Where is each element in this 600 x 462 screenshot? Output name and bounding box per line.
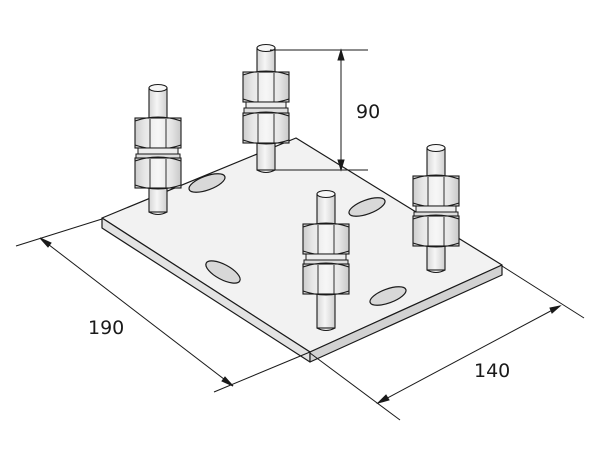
dimension-line-width [377, 305, 561, 404]
slot-upper-right [348, 197, 386, 217]
bolt-upper-left-washer-1 [137, 147, 179, 155]
bolt-front-upper-hex-nut [302, 223, 350, 255]
arrowhead-width-start [376, 394, 390, 404]
slot-lower-right [369, 286, 407, 306]
bolt-front-lower-hex-nut [302, 263, 350, 295]
bolt-assemblies [134, 43, 460, 332]
bolt-front-upper-nut-chamfer-top [302, 222, 350, 228]
bolt-front-washer-1 [305, 253, 347, 261]
extension-line-width-left [309, 352, 401, 421]
dimension-label-length: 190 [88, 317, 124, 339]
dimension-height [270, 48, 368, 172]
extension-line-width-right [501, 265, 585, 319]
bolt-upper-left-lower-nut-chamfer-bottom [134, 184, 182, 190]
bolt-right-washer-1 [415, 205, 457, 213]
bolt-upper-left-lower-nut-chamfer-top [134, 156, 182, 162]
plate-side-face [309, 264, 503, 363]
slot-upper-left [188, 173, 226, 193]
extension-line-right [213, 351, 311, 393]
bolt-front-stud-end [316, 189, 336, 199]
bolt-right-lower-nut-chamfer-top [412, 214, 460, 220]
bolt-upper-left-lower-hex-nut [134, 157, 182, 189]
dimension-label-width: 140 [474, 360, 510, 382]
bolt-upper-left-stud-end [148, 83, 168, 93]
bolt-upper-middle-lower-nut-chamfer-top [242, 111, 290, 117]
bolt-upper-left-upper-nut-chamfer-top [134, 116, 182, 122]
extension-line-left [15, 218, 103, 247]
dimension-label-height: 90 [356, 101, 380, 123]
bolt-right-upper-nut-chamfer-top [412, 174, 460, 180]
bolt-right-stud-end [426, 143, 446, 153]
bolt-upper-middle-lower-nut-chamfer-bottom [242, 139, 290, 145]
bolt-assembly-front [302, 189, 350, 332]
bolt-upper-left-stud-base [148, 211, 168, 216]
arrowhead-width-end [549, 305, 562, 314]
bolt-upper-left-upper-hex-nut [134, 117, 182, 149]
arrowhead-top [337, 48, 345, 61]
dimension-line-length [39, 237, 234, 387]
arrowhead-bottom [337, 159, 345, 172]
bolt-upper-middle-washer-1 [245, 101, 287, 109]
arrowhead-length-end [221, 376, 234, 387]
bolt-upper-middle-upper-nut-chamfer-top [242, 70, 290, 76]
slot-lower-left [205, 260, 241, 284]
bolt-front-lower-nut-chamfer-top [302, 262, 350, 268]
bolt-assembly-upper-left [134, 83, 182, 216]
bolt-upper-middle-upper-hex-nut [242, 71, 290, 103]
bolt-upper-middle-stud-base [256, 169, 276, 174]
dimension-width [309, 265, 585, 421]
dimension-length [15, 218, 311, 393]
bolt-assembly-right [412, 143, 460, 274]
bolt-right-lower-nut-chamfer-bottom [412, 242, 460, 248]
bolt-right-lower-hex-nut [412, 215, 460, 247]
bolt-front-stud-base [316, 327, 336, 332]
arrowhead-length-start [39, 237, 52, 248]
bolt-front-lower-nut-chamfer-bottom [302, 290, 350, 296]
bolt-right-upper-hex-nut [412, 175, 460, 207]
bolt-upper-middle-lower-hex-nut [242, 112, 290, 144]
bolt-right-stud-base [426, 269, 446, 274]
